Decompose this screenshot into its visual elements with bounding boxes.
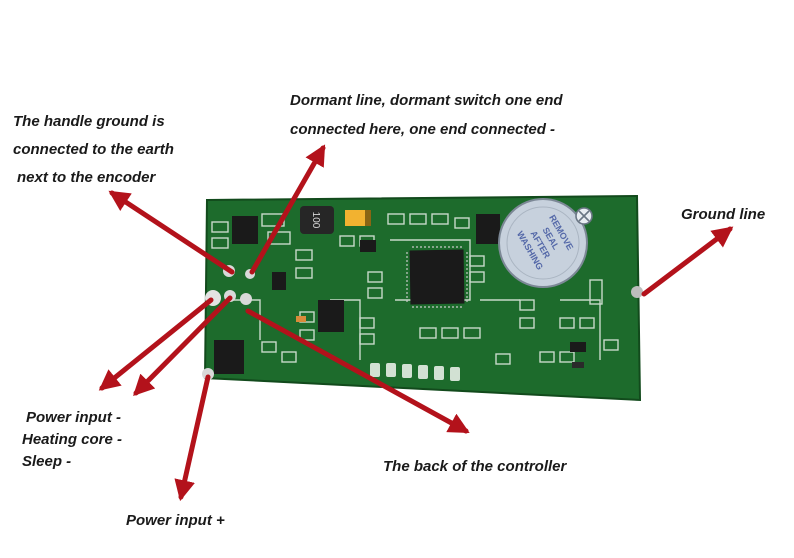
label-line: Power input - <box>26 409 121 426</box>
arrow-handle-ground <box>108 190 235 275</box>
label-line: Sleep - <box>22 453 72 470</box>
label-back-controller: The back of the controller <box>383 459 566 474</box>
arrow-power-minus <box>98 297 214 391</box>
label-power-plus: Power input + <box>126 513 225 528</box>
arrow-back-controller <box>245 308 470 434</box>
label-line: Ground line <box>681 206 766 223</box>
callout-arrows <box>98 144 734 502</box>
label-line: Heating core - <box>22 431 123 448</box>
label-handle-ground: The handle ground is connected to the ea… <box>13 114 174 185</box>
label-line: connected to the earth <box>13 141 174 158</box>
arrow-dormant-line <box>249 144 326 275</box>
label-line: The handle ground is <box>13 113 165 130</box>
inductor-marking: 100 <box>310 212 321 229</box>
label-line: Dormant line, dormant switch one end <box>290 92 563 109</box>
label-line: next to the encoder <box>17 169 156 186</box>
arrow-heating-core <box>133 295 233 396</box>
label-dormant-line: Dormant line, dormant switch one end con… <box>290 93 563 137</box>
arrow-power-plus <box>174 374 211 502</box>
buzzer: REMOVE SEAL AFTER WASHING <box>498 198 593 288</box>
label-line: The back of the controller <box>383 458 567 475</box>
arrow-ground-line <box>641 226 734 297</box>
label-ground-line: Ground line <box>681 207 765 222</box>
label-line: connected here, one end connected - <box>290 121 556 138</box>
label-line: Power input + <box>126 512 225 529</box>
label-power-minus: Power input - Heating core - Sleep - <box>22 409 122 469</box>
